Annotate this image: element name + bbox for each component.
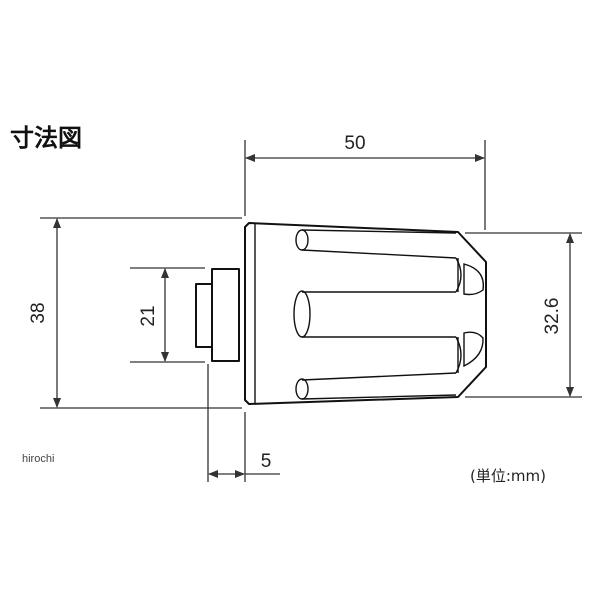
watermark: hirochi (22, 453, 54, 465)
bar-end-part (195, 222, 487, 405)
label-tip-diameter: 32.6 (542, 298, 563, 335)
drawing-title: 寸法図 (10, 124, 82, 152)
label-shank-length: 5 (261, 451, 272, 472)
label-shank-diameter: 21 (138, 305, 159, 326)
unit-note: (単位:mm) (470, 467, 546, 485)
label-overall-length: 50 (344, 133, 365, 154)
label-outer-diameter: 38 (28, 302, 49, 323)
